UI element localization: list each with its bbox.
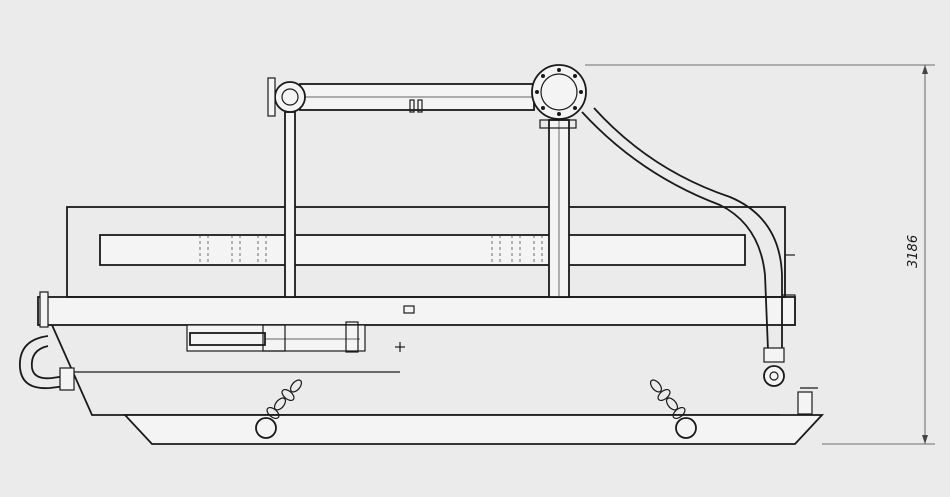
vertical-supports <box>284 111 577 298</box>
hose-end-flange <box>763 365 785 387</box>
hydraulic-cylinder <box>186 321 405 353</box>
winch-block <box>797 391 813 415</box>
top-pipe <box>267 64 587 120</box>
chain-left-ring <box>255 417 277 439</box>
chain-right-ring <box>675 417 697 439</box>
flange-bolts <box>535 68 583 116</box>
pontoon <box>122 414 825 445</box>
cylinder-housing <box>186 324 366 352</box>
hull-side <box>51 324 780 416</box>
frame-outline <box>66 206 786 298</box>
bow-post <box>39 291 49 328</box>
main-flange <box>531 64 587 120</box>
chain-right <box>649 379 697 439</box>
deck-beam <box>37 296 796 326</box>
chain-left <box>255 379 303 439</box>
left-column <box>284 111 296 298</box>
deck-marker <box>403 305 415 314</box>
dimension-label: 3186 <box>906 235 921 268</box>
hidden-lines <box>199 235 543 265</box>
discharge-hose <box>581 107 818 415</box>
bow-fender <box>19 335 75 391</box>
height-dimension: 3186 <box>585 64 935 445</box>
left-end-plate <box>267 77 276 117</box>
upper-frame <box>66 206 796 326</box>
crossbeam <box>99 234 746 266</box>
column-flange <box>539 119 577 129</box>
hose-inner <box>593 107 783 350</box>
hose-outer <box>581 111 769 351</box>
left-flange <box>274 81 306 113</box>
hull <box>37 291 825 445</box>
